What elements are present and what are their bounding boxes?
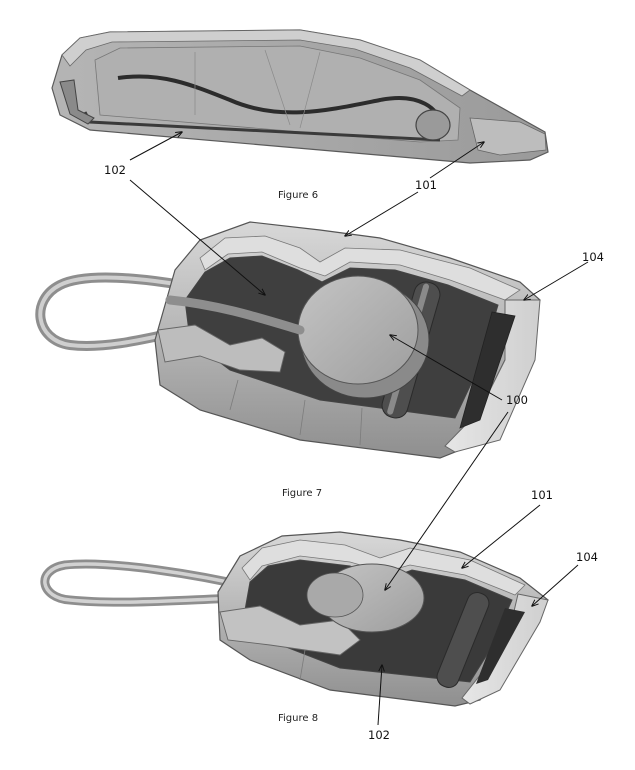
front-hook xyxy=(59,79,95,125)
caption-figure-6: Figure 6 xyxy=(278,190,319,201)
ref-label-101-fig6: 101 xyxy=(415,178,437,192)
spring-band xyxy=(117,74,442,125)
ref-label-101-fig8: 101 xyxy=(531,488,553,502)
front-lip-cutout xyxy=(157,324,286,373)
arrow-fig8-102 xyxy=(377,665,382,726)
arrow-fig7-101 xyxy=(345,191,419,236)
arrow-fig8-101 xyxy=(462,504,541,568)
ref-label-104-fig8: 104 xyxy=(576,550,598,564)
roller-end xyxy=(415,109,451,141)
ref-label-100: 100 xyxy=(506,393,528,407)
arrow-fig7-104 xyxy=(524,261,589,300)
cord-entry xyxy=(165,295,305,335)
plate-slot xyxy=(459,311,516,429)
housing-inner-cavity xyxy=(94,45,461,143)
arrow-fig7-100 xyxy=(390,335,503,401)
arrow-fig8-104 xyxy=(532,564,579,606)
figure-8-perspective xyxy=(40,531,549,707)
leader-arrows xyxy=(129,132,589,726)
arrow-fig8-100 xyxy=(385,411,509,590)
figure-7-perspective xyxy=(35,221,541,459)
caption-figure-7: Figure 7 xyxy=(282,488,323,499)
roller-bar-small xyxy=(436,592,490,688)
rear-tip xyxy=(469,117,547,156)
arrow-fig6-101 xyxy=(429,142,484,179)
arrow-fig6-102-to-fig7 xyxy=(129,179,265,295)
ref-label-102-fig8: 102 xyxy=(368,728,390,742)
ref-label-102-fig6: 102 xyxy=(104,163,126,177)
strap-plate xyxy=(444,299,541,453)
caption-figure-8: Figure 8 xyxy=(278,713,319,724)
housing-top-rim xyxy=(61,29,471,97)
front-lip-small xyxy=(219,605,361,656)
figure-6-side-section xyxy=(51,29,549,164)
cam-disc-face xyxy=(297,275,419,385)
arrow-fig6-102 xyxy=(129,132,182,161)
ref-label-104-fig7: 104 xyxy=(582,250,604,264)
